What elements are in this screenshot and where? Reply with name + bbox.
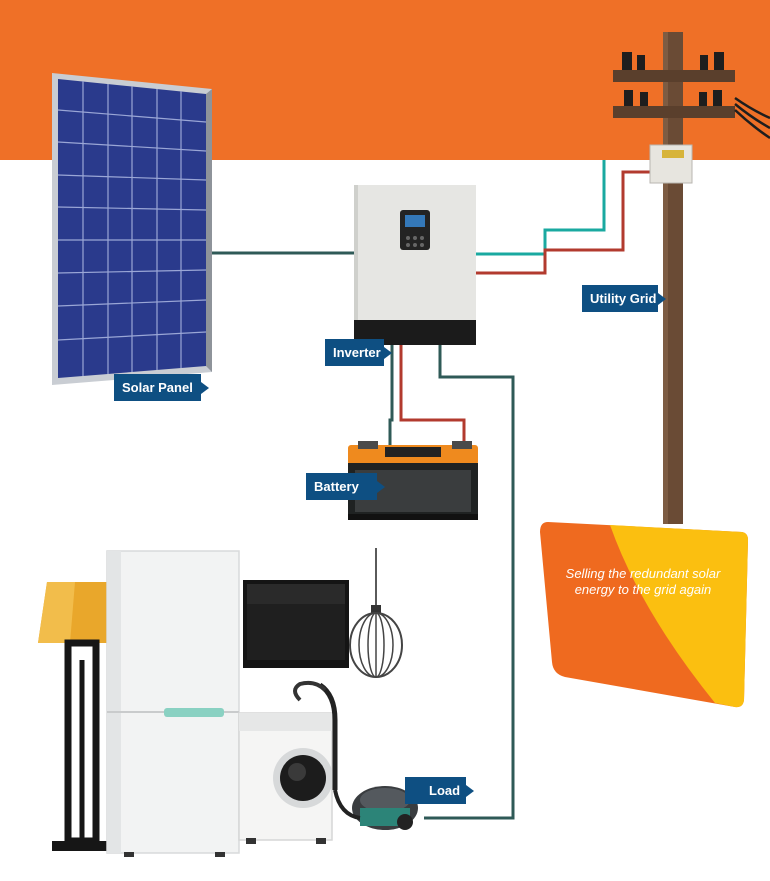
inverter-load-wire — [424, 345, 513, 818]
inverter-grid-red-wire — [476, 172, 650, 273]
solar-panel-label: Solar Panel — [122, 380, 193, 395]
inverter-icon — [354, 185, 476, 345]
battery-label: Battery — [314, 479, 359, 494]
inverter-label: Inverter — [333, 345, 381, 360]
refrigerator-icon — [107, 551, 239, 857]
tv-icon — [243, 580, 349, 668]
load-tag: Load — [405, 777, 466, 804]
solar-panel-icon — [52, 73, 212, 385]
utility-grid-label: Utility Grid — [590, 291, 656, 306]
load-label: Load — [429, 783, 460, 798]
callout-shape — [540, 522, 748, 707]
battery-tag: Battery — [306, 473, 377, 500]
pendant-lamp-icon — [350, 548, 402, 677]
inverter-tag: Inverter — [325, 339, 384, 366]
washing-machine-icon — [239, 713, 333, 844]
inverter-battery-dark-wire — [390, 345, 392, 445]
callout-text: Selling the redundant solar energy to th… — [548, 566, 738, 598]
solar-panel-tag: Solar Panel — [114, 374, 201, 401]
inverter-battery-red-wire — [401, 345, 464, 445]
utility-grid-tag: Utility Grid — [582, 285, 658, 312]
inverter-grid-teal-wire — [476, 160, 604, 254]
